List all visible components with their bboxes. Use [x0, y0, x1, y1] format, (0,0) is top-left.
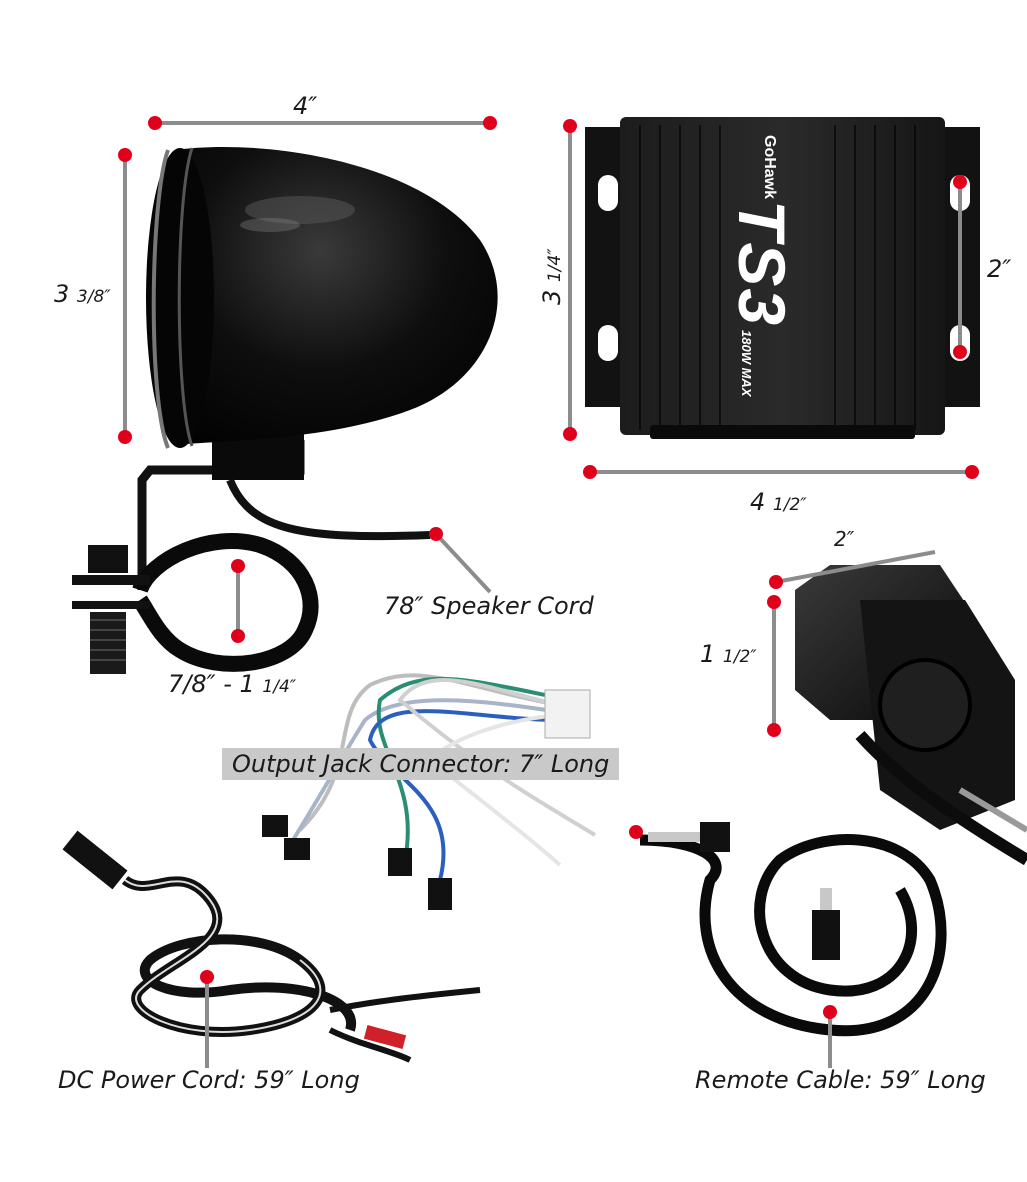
dc-power-cord [62, 830, 481, 1063]
dc-power-cord-label: DC Power Cord: 59″ Long [58, 1066, 360, 1094]
amp-height-whole: 3 [538, 282, 566, 305]
amp-width-whole: 4 [750, 488, 773, 516]
speaker-height-fraction: 3/8″ [76, 287, 111, 307]
amp-width-label: 4 1/2″ [750, 488, 807, 516]
clamp-range-main: 7/8″ - 1 [168, 670, 263, 698]
dimension-lines [123, 121, 972, 1068]
amp-model-label: TS3 [725, 200, 799, 328]
bullet-connector [428, 878, 452, 910]
amp-mount-spacing-label: 2″ [987, 255, 1012, 283]
clamp-range-label: 7/8″ - 1 1/4″ [168, 670, 296, 698]
amp-power-label: 180W MAX [739, 330, 754, 397]
remote-control-knob [795, 565, 1027, 866]
bullet-connector [284, 838, 310, 860]
dimension-dots [118, 116, 979, 1019]
speaker-width-label: 4″ [293, 92, 318, 120]
remote-height-fraction: 1/2″ [722, 647, 757, 667]
bullet-connector [388, 848, 412, 876]
molex-connector [544, 689, 591, 739]
speaker-pod [72, 146, 498, 674]
amp-brand-label: GoHawk [761, 135, 778, 200]
clamp-range-fraction: 1/4″ [262, 677, 297, 697]
speaker-height-label: 3 3/8″ [54, 280, 111, 308]
remote-cable [639, 822, 947, 1037]
speaker-cord-label: 78″ Speaker Cord [384, 592, 594, 620]
amplifier-unit [585, 117, 980, 439]
amp-width-fraction: 1/2″ [772, 495, 807, 515]
output-jack-label: Output Jack Connector: 7″ Long [222, 748, 620, 780]
remote-height-whole: 1 [700, 640, 723, 668]
amp-height-label: 3 1/4″ [538, 248, 566, 305]
bullet-connector [262, 815, 288, 837]
speaker-height-whole: 3 [54, 280, 77, 308]
remote-width-label: 2″ [834, 527, 855, 551]
remote-height-label: 1 1/2″ [700, 640, 757, 668]
amp-height-fraction: 1/4″ [545, 248, 565, 283]
remote-cable-label: Remote Cable: 59″ Long [695, 1066, 986, 1094]
